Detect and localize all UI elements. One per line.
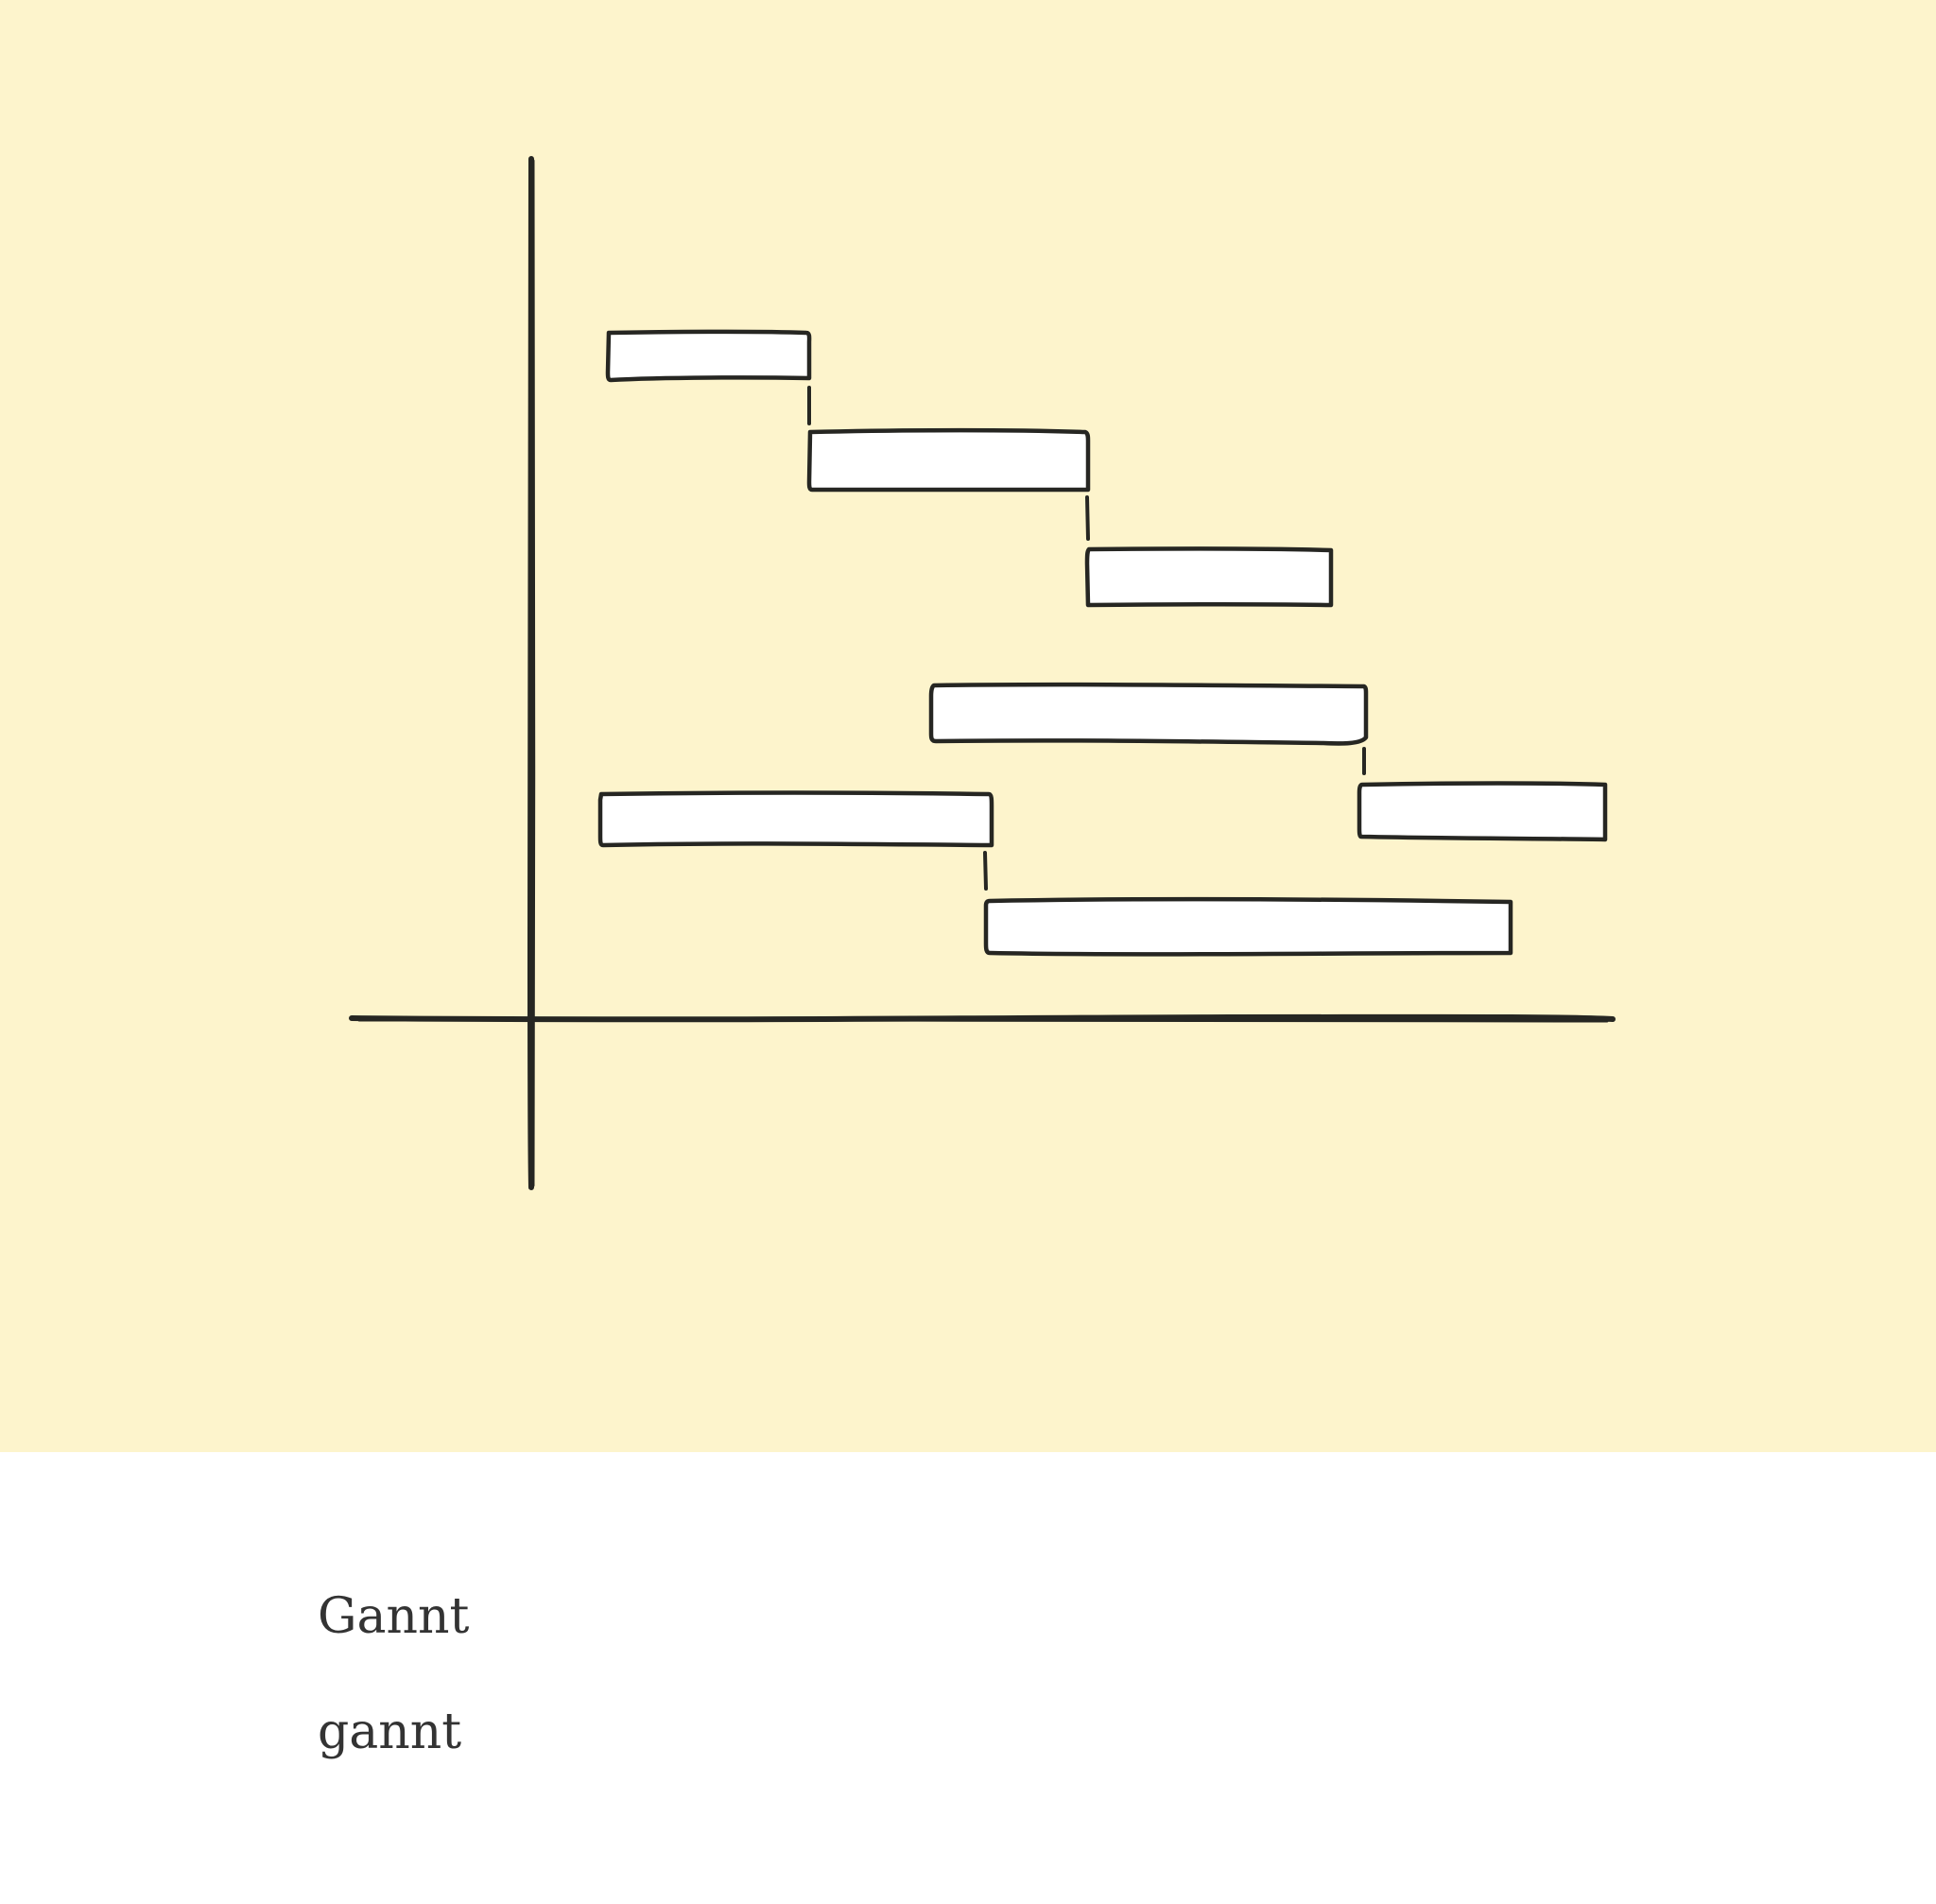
- gantt-chart-sketch-icon: [0, 0, 1936, 1452]
- card-title: Gannt: [318, 1588, 470, 1645]
- card-subtitle: gannt: [318, 1704, 462, 1760]
- task-bar: [928, 682, 1369, 746]
- gantt-bars: [597, 329, 1608, 957]
- task-bar: [1084, 546, 1334, 608]
- dependency-links: [807, 386, 1366, 891]
- task-bar: [597, 790, 994, 848]
- dependency-link: [1085, 495, 1090, 541]
- gantt-illustration: [0, 0, 1936, 1452]
- task-bar: [983, 896, 1513, 957]
- vertical-axis: [527, 156, 535, 1190]
- task-bar: [806, 427, 1091, 493]
- dependency-link: [983, 851, 988, 891]
- task-bar: [605, 329, 812, 383]
- task-bar: [1357, 781, 1608, 842]
